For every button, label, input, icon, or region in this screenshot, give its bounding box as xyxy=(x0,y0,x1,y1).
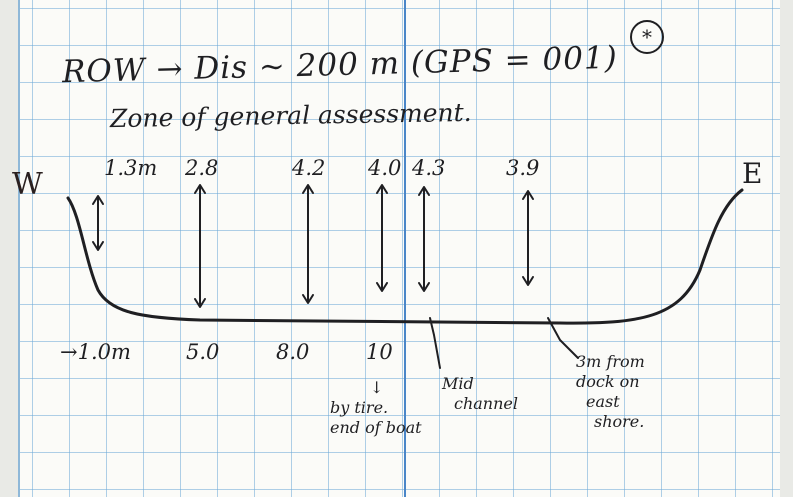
width-label-3: 8.0 xyxy=(276,340,310,364)
dock-note-line4: shore. xyxy=(594,412,645,431)
dock-note-line1: 3m from xyxy=(576,352,645,371)
dock-note-line2: dock on xyxy=(576,372,640,391)
end-of-boat-note: ↓ by tire. end of boat xyxy=(330,378,422,438)
depth-label-2: 2.8 xyxy=(185,156,219,180)
mid-channel-note: Mid channel xyxy=(442,374,518,414)
dock-note: 3m from dock on east shore. xyxy=(576,352,645,432)
width-label-1: →1.0m xyxy=(60,340,131,364)
depth-label-4: 4.0 xyxy=(368,156,402,180)
depth-label-5: 4.3 xyxy=(412,156,446,180)
end-of-boat-note-line2: end of boat xyxy=(330,418,422,437)
down-arrow-icon: ↓ xyxy=(370,378,384,397)
width-label-4: 10 xyxy=(366,340,393,364)
zone-subtitle-line: Zone of general assessment. xyxy=(109,97,472,134)
east-bank-label: E xyxy=(742,157,763,190)
star-marker: * xyxy=(630,20,664,54)
mid-channel-note-line2: channel xyxy=(454,394,518,413)
end-of-boat-note-line1: by tire. xyxy=(330,398,389,417)
depth-label-6: 3.9 xyxy=(506,156,540,180)
west-bank-label: W xyxy=(12,167,43,202)
depth-label-3: 4.2 xyxy=(292,156,326,180)
width-label-2: 5.0 xyxy=(186,340,220,364)
depth-label-1: 1.3m xyxy=(104,156,158,180)
mid-channel-note-line1: Mid xyxy=(442,374,474,393)
dock-note-line3: east xyxy=(586,392,620,411)
